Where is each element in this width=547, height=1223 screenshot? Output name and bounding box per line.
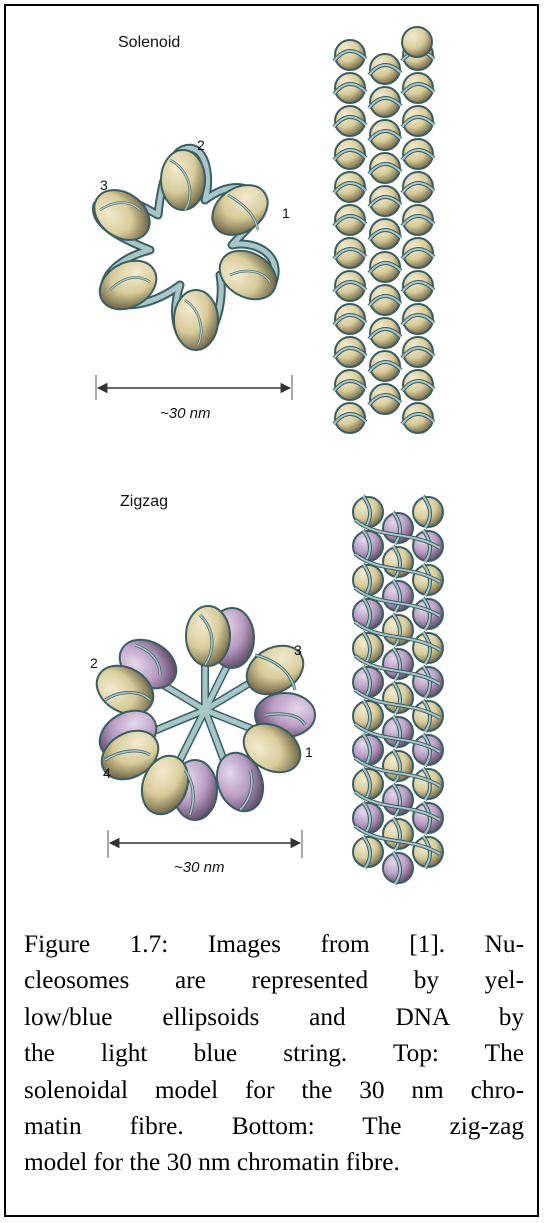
figure-caption: Figure 1.7: Images from [1]. Nu- cleosom… — [24, 926, 524, 1181]
nucleosome — [334, 40, 366, 70]
solenoid-dimension-label: ~30 nm — [160, 405, 210, 422]
nucleosome — [369, 153, 401, 183]
nucleosome — [402, 106, 434, 136]
nucleosome — [383, 546, 413, 578]
zigzag-dimension-label: ~30 nm — [174, 859, 224, 876]
nucleosome — [402, 172, 434, 202]
nucleosome — [383, 648, 413, 680]
nucleosome — [402, 205, 434, 235]
nucleosome — [369, 120, 401, 150]
nucleosome — [402, 271, 434, 301]
nucleosome — [383, 716, 413, 748]
nucleosome — [334, 271, 366, 301]
nucleosome — [369, 186, 401, 216]
nucleosome — [369, 252, 401, 282]
caption-line: model for the 30 nm chromatin fibre. — [24, 1144, 524, 1180]
nucleosome — [369, 318, 401, 348]
nucleosome — [402, 73, 434, 103]
nucleosome — [383, 852, 413, 884]
zigzag-side-view — [353, 496, 443, 884]
nucleosome — [402, 403, 434, 433]
nucleosome — [402, 139, 434, 169]
caption-line: the light blue string. Top: The — [24, 1035, 524, 1071]
nucleosome — [369, 351, 401, 381]
solenoid-number-2: 2 — [197, 137, 205, 153]
nucleosome — [334, 238, 366, 268]
zigzag-top-view: 1 2 3 4 ~30 nm — [88, 606, 315, 876]
nucleosome — [334, 205, 366, 235]
nucleosome — [369, 54, 401, 84]
nucleosome — [383, 750, 413, 782]
caption-line: Figure 1.7: Images from [1]. Nu- — [24, 926, 524, 962]
chromatin-figure-illustration: 1 2 3 ~30 nm — [0, 0, 547, 920]
nucleosome — [334, 304, 366, 334]
solenoid-side-view — [334, 27, 434, 433]
nucleosome — [383, 614, 413, 646]
nucleosome — [369, 87, 401, 117]
nucleosome — [383, 580, 413, 612]
nucleosome — [369, 285, 401, 315]
caption-line: matin fibre. Bottom: The zig-zag — [24, 1108, 524, 1144]
nucleosome — [334, 403, 366, 433]
nucleosome — [383, 512, 413, 544]
nucleosome — [334, 370, 366, 400]
nucleosome — [334, 106, 366, 136]
solenoid-number-3: 3 — [100, 177, 108, 193]
nucleosome — [334, 337, 366, 367]
nucleosome — [383, 682, 413, 714]
nucleosome — [334, 73, 366, 103]
nucleosome — [383, 818, 413, 850]
zigzag-number-2: 2 — [90, 655, 98, 671]
nucleosome — [402, 370, 434, 400]
zigzag-number-3: 3 — [294, 642, 302, 658]
nucleosome — [402, 337, 434, 367]
nucleosome — [402, 304, 434, 334]
nucleosome — [413, 496, 443, 528]
solenoid-top-view: 1 2 3 ~30 nm — [85, 137, 292, 422]
nucleosome — [383, 784, 413, 816]
nucleosome — [369, 384, 401, 414]
nucleosome — [334, 172, 366, 202]
caption-line: low/blue ellipsoids and DNA by — [24, 999, 524, 1035]
caption-line: solenoidal model for the 30 nm chro- — [24, 1072, 524, 1108]
nucleosome — [353, 836, 383, 868]
zigzag-number-1: 1 — [305, 744, 313, 760]
caption-line: cleosomes are represented by yel- — [24, 962, 524, 998]
solenoid-number-1: 1 — [282, 205, 290, 221]
nucleosome — [402, 238, 434, 268]
nucleosome — [334, 139, 366, 169]
nucleosome — [369, 219, 401, 249]
zigzag-number-4: 4 — [103, 765, 111, 781]
